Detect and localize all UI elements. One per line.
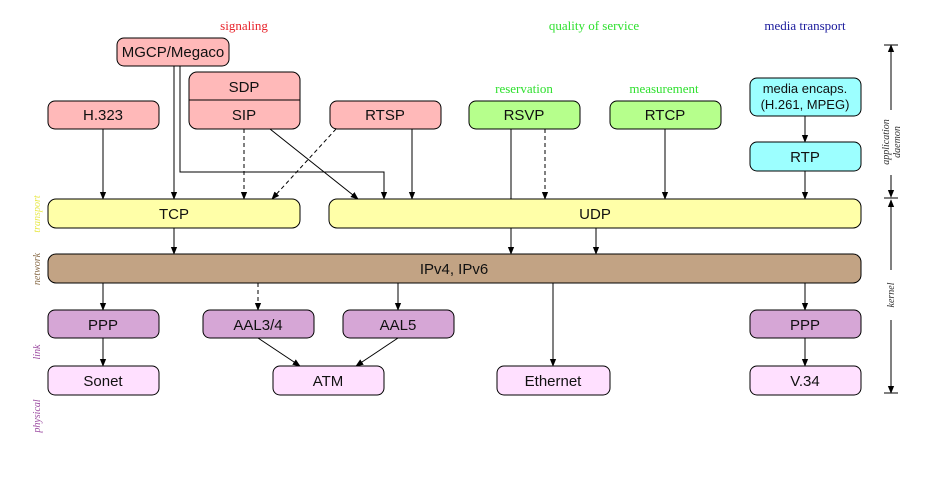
svg-text:RTCP: RTCP — [645, 107, 686, 124]
box-sonet: Sonet — [47, 365, 160, 396]
box-v34: V.34 — [749, 365, 862, 396]
box-ppp-right: PPP — [749, 309, 862, 339]
box-media-encaps: media encaps. (H.261, MPEG) — [749, 77, 862, 117]
edge-aal5-atm — [355, 337, 399, 367]
side-label-application: application — [881, 119, 892, 165]
label-media-encaps-2: (H.261, MPEG) — [761, 97, 850, 112]
svg-text:PPP: PPP — [790, 317, 820, 334]
category-media-transport: media transport — [764, 18, 846, 33]
svg-text:RSVP: RSVP — [504, 107, 545, 124]
svg-text:PPP: PPP — [88, 317, 118, 334]
label-sip: SIP — [232, 107, 256, 124]
box-h323: H.323 — [47, 100, 160, 130]
svg-text:AAL3/4: AAL3/4 — [233, 317, 282, 334]
svg-text:AAL5: AAL5 — [380, 317, 417, 334]
svg-text:RTSP: RTSP — [365, 107, 405, 124]
box-rsvp: RSVP — [468, 100, 581, 130]
layer-label-network: network — [32, 252, 43, 285]
box-rtp: RTP — [749, 141, 862, 172]
edge-mgcp-udp — [179, 66, 388, 200]
svg-text:H.323: H.323 — [83, 107, 123, 124]
svg-text:UDP: UDP — [579, 206, 611, 223]
box-atm: ATM — [272, 365, 385, 396]
layer-label-physical: physical — [32, 399, 43, 434]
label-sdp: SDP — [229, 79, 260, 96]
svg-text:RTP: RTP — [790, 149, 820, 166]
edge-sip-udp — [269, 128, 359, 200]
edge-aal34-atm — [257, 337, 301, 367]
category-reservation: reservation — [495, 81, 553, 96]
box-ip: IPv4, IPv6 — [47, 253, 862, 284]
edge-rtsp-tcp — [271, 128, 337, 200]
layer-label-transport: transport — [32, 195, 43, 232]
label-media-encaps-1: media encaps. — [763, 81, 848, 96]
box-ethernet: Ethernet — [496, 365, 611, 396]
box-aal5: AAL5 — [342, 309, 455, 339]
svg-text:MGCP/Megaco: MGCP/Megaco — [122, 44, 225, 61]
box-udp: UDP — [328, 198, 862, 229]
svg-text:Sonet: Sonet — [83, 373, 123, 390]
side-label-kernel: kernel — [886, 282, 897, 307]
box-ppp-left: PPP — [47, 309, 160, 339]
box-rtsp: RTSP — [329, 100, 442, 130]
box-aal34: AAL3/4 — [202, 309, 315, 339]
side-label-daemon: daemon — [892, 126, 903, 158]
category-qos: quality of service — [549, 18, 639, 33]
svg-text:TCP: TCP — [159, 206, 189, 223]
category-measurement: measurement — [629, 81, 699, 96]
svg-text:Ethernet: Ethernet — [525, 373, 583, 390]
box-tcp: TCP — [47, 198, 301, 229]
box-sdp-sip: SDP SIP — [188, 71, 301, 130]
box-mgcp-megaco: MGCP/Megaco — [116, 37, 230, 67]
svg-text:IPv4, IPv6: IPv4, IPv6 — [420, 261, 488, 278]
svg-text:ATM: ATM — [313, 373, 344, 390]
box-rtcp: RTCP — [609, 100, 722, 130]
layer-label-link: link — [32, 344, 43, 360]
svg-text:V.34: V.34 — [790, 373, 819, 390]
category-signaling: signaling — [220, 18, 268, 33]
